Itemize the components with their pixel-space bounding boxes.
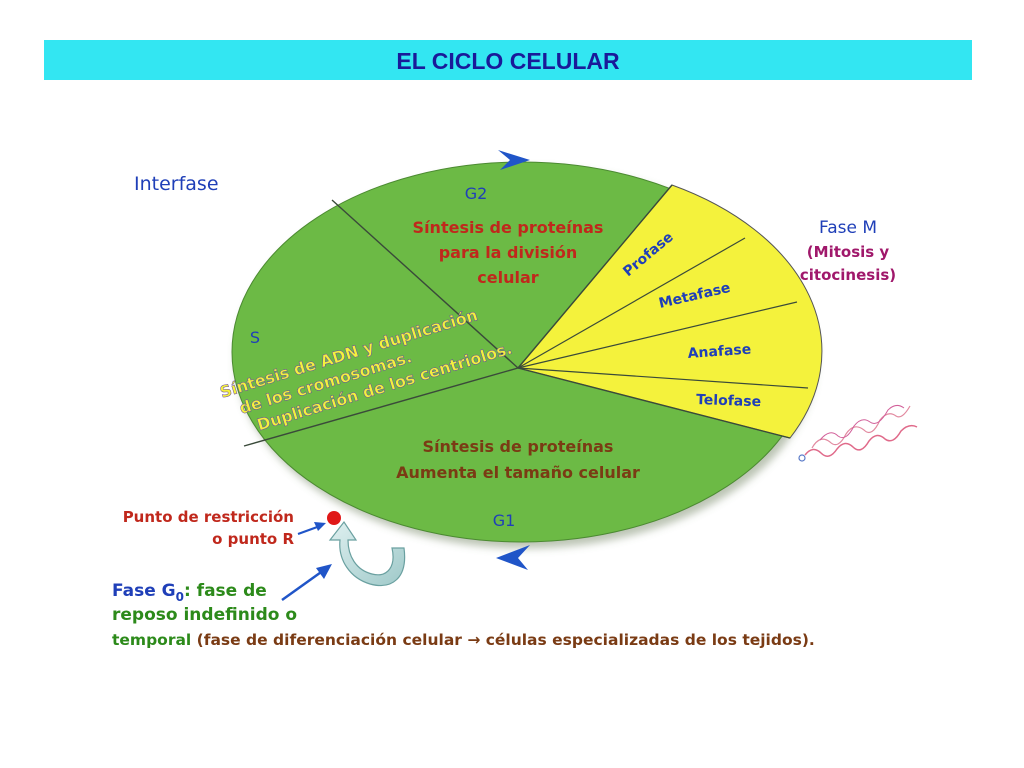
g0-arrow-icon	[316, 564, 332, 579]
title-banner	[44, 40, 972, 80]
divider-g2-s	[331, 199, 519, 369]
restriction-arrow-line	[297, 524, 321, 536]
restriction-point-dot	[327, 511, 341, 525]
telofase-label: Telofase	[696, 392, 761, 410]
g0-line2: reposo indefinido o	[112, 605, 297, 625]
g0-line1: Fase G0: fase de	[112, 581, 267, 604]
g1-text-line1: Síntesis de proteínas	[423, 437, 614, 456]
g0-line3: temporal (fase de diferenciación celular…	[112, 631, 815, 649]
g2-text-line3: celular	[477, 268, 538, 287]
g2-text-line1: Síntesis de proteínas	[413, 218, 604, 237]
top-arrow-icon	[498, 150, 530, 170]
m-phase-sector	[517, 184, 823, 439]
anafase-label: Anafase	[687, 342, 752, 362]
g2-text-line2: para la división	[439, 243, 578, 262]
restriccion-line2: o punto R	[212, 530, 294, 548]
g1-text-line2: Aumenta el tamaño celular	[396, 463, 640, 482]
cycle-pie	[231, 161, 823, 543]
divider-profase-metafase	[517, 237, 746, 369]
divider-g2-m	[517, 184, 673, 369]
page-title: EL CICLO CELULAR	[396, 48, 620, 74]
fase-m-subtitle-line1: (Mitosis y	[807, 243, 890, 261]
divider-m-g1	[517, 367, 791, 439]
fase-m-title: Fase M	[819, 218, 877, 238]
restriction-arrow-icon	[314, 522, 326, 531]
bottom-arrow-icon	[496, 545, 530, 570]
g0-curved-arrow-icon	[328, 520, 406, 586]
divider-anafase-telofase	[517, 367, 809, 389]
s-label: S	[250, 328, 260, 347]
interfase-label: Interfase	[134, 173, 219, 195]
g1-label: G1	[493, 511, 516, 530]
divider-s-g1	[243, 367, 519, 447]
g0-arrow-line	[281, 568, 325, 602]
fase-m-subtitle-line2: citocinesis)	[800, 266, 896, 284]
restriccion-line1: Punto de restricción	[123, 508, 294, 526]
divider-metafase-anafase	[517, 301, 798, 369]
g2-label: G2	[465, 184, 488, 203]
chromatin-squiggle-icon	[798, 404, 918, 462]
